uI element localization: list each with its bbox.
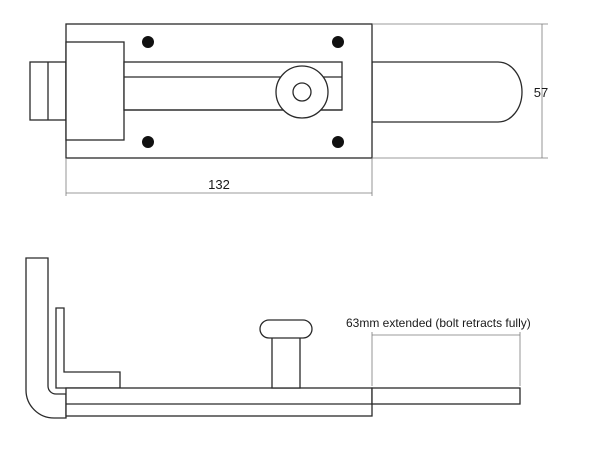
width-dimension: 132 bbox=[65, 158, 373, 196]
screw-hole bbox=[332, 36, 344, 48]
screw-hole bbox=[142, 36, 154, 48]
height-dimension-label: 57 bbox=[534, 85, 548, 100]
guide-block bbox=[65, 41, 125, 141]
top-view: 57 132 bbox=[29, 23, 548, 196]
extension-note: 63mm extended (bolt retracts fully) bbox=[346, 316, 531, 330]
handle-knob bbox=[259, 319, 313, 339]
bolt-extended bbox=[371, 61, 523, 123]
screw-hole bbox=[332, 136, 344, 148]
keeper-inner bbox=[55, 307, 121, 389]
side-view: 63mm extended (bolt retracts fully) bbox=[25, 257, 531, 419]
handle-center bbox=[292, 82, 312, 102]
width-dimension-label: 132 bbox=[208, 177, 230, 192]
screw-hole bbox=[142, 136, 154, 148]
extension-dimension: 63mm extended (bolt retracts fully) bbox=[346, 316, 531, 386]
base-plate bbox=[65, 387, 373, 417]
bolt-side bbox=[371, 387, 521, 405]
height-dimension: 57 bbox=[372, 23, 548, 159]
keeper-bracket bbox=[25, 257, 67, 419]
handle-stem bbox=[271, 335, 301, 389]
